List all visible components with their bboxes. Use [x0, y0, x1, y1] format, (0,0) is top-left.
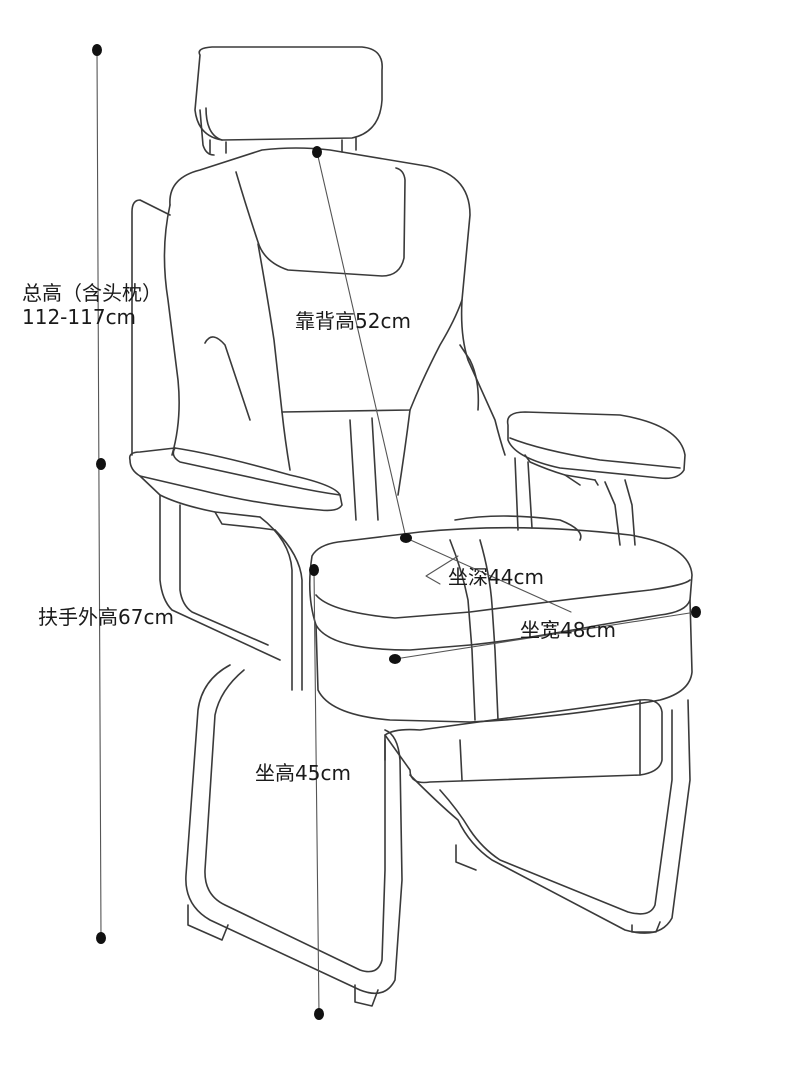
seat-depth-line [405, 537, 572, 613]
seat-height-line [313, 569, 320, 1015]
total-height-bottom-dot [96, 932, 106, 944]
seat-width-right-dot [691, 606, 701, 618]
seat-width-line [394, 611, 697, 660]
right-armrest [506, 411, 686, 546]
armrest-height-label: 扶手外高67cm [38, 605, 174, 629]
armrest-height-dot [96, 458, 106, 470]
total-height-title: 总高（含头枕） [22, 281, 162, 305]
back-height-line [316, 151, 407, 539]
seat-width-left-dot [389, 654, 401, 664]
total-height-top-dot [92, 44, 102, 56]
seat-depth-back-dot [400, 533, 412, 543]
backrest [131, 147, 506, 521]
sled-frame-front [185, 664, 403, 1007]
sled-frame-rear [409, 699, 691, 934]
total-height-line [96, 49, 102, 939]
total-height-value: 112-117cm [22, 305, 137, 329]
back-height-label: 靠背高52cm [295, 309, 411, 333]
back-height-top-dot [312, 146, 322, 158]
seat-depth-arrow [425, 555, 459, 585]
seat-width-label: 坐宽48cm [520, 618, 616, 642]
headrest [194, 46, 383, 156]
seat-height-top-dot [309, 564, 319, 576]
left-armrest [128, 447, 343, 691]
seat-height-label: 坐高45cm [255, 761, 351, 785]
seat-depth-label: 坐深44cm [448, 565, 544, 589]
dimension-dots [92, 44, 701, 1020]
dimension-lines [96, 49, 697, 1015]
total-height-label: 总高（含头枕） 112-117cm [22, 281, 162, 329]
seat-height-bottom-dot [314, 1008, 324, 1020]
seat-cushion [308, 515, 693, 723]
seat-base [384, 698, 663, 784]
